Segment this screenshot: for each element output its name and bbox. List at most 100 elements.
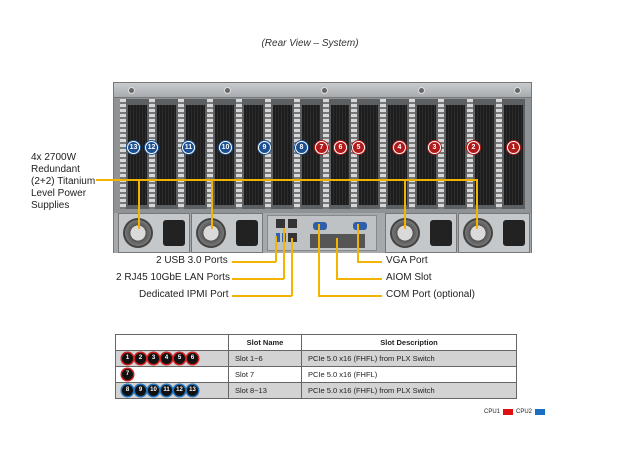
lan-callout-label: 2 RJ45 10GbE LAN Ports (116, 272, 230, 283)
pcie-card-face (272, 105, 292, 205)
aiom-callout-label: AIOM Slot (386, 272, 432, 283)
slot-dot: 4 (161, 353, 172, 364)
pcie-card-face (475, 105, 495, 205)
slot-bracket (206, 99, 213, 209)
psu-label-line: Redundant (31, 164, 80, 175)
aiom-callout-line (336, 238, 338, 279)
psu-callout-drop (211, 179, 213, 229)
pcie-card-face (301, 105, 321, 205)
com-callout-label: COM Port (optional) (386, 289, 475, 300)
slot-bracket (235, 99, 242, 209)
slot-bracket (293, 99, 300, 209)
psu-label-line: Supplies (31, 200, 70, 211)
slot-dot: 12 (174, 385, 185, 396)
slot-bracket (177, 99, 184, 209)
lan-callout-line (283, 228, 285, 279)
slot-dot: 10 (148, 385, 159, 396)
slot-bracket (120, 99, 126, 209)
rear-bottom-panel (114, 213, 531, 253)
legend-swatch-cpu1 (503, 409, 514, 415)
screw-icon (224, 87, 231, 94)
com-port-icon (313, 222, 327, 230)
slot-badge-10: 10 (219, 141, 232, 154)
io-panel (267, 215, 377, 251)
header-slot-name: Slot Name (228, 334, 302, 351)
slot-name-cell: Slot 7 (228, 366, 302, 383)
lan-callout-line (232, 278, 284, 280)
usb-callout-label: 2 USB 3.0 Ports (156, 255, 228, 266)
ipmi-callout-line (291, 238, 293, 296)
pcie-card-face (359, 105, 379, 205)
slot-badge-13: 13 (127, 141, 140, 154)
usb-callout-line (232, 261, 276, 263)
com-callout-line (318, 295, 382, 297)
legend-label-cpu2: CPU2 (516, 409, 533, 415)
lan-port-icon (276, 219, 285, 228)
legend-label-cpu1: CPU1 (484, 409, 501, 415)
slot-dot: 9 (135, 385, 146, 396)
slot-badge-2: 2 (467, 141, 480, 154)
slot-bracket (380, 99, 387, 209)
slot-dot: 8 (122, 385, 133, 396)
power-supply-1 (118, 213, 190, 253)
slot-description-cell: PCIe 5.0 x16 (FHFL) from PLX Switch (301, 350, 517, 367)
legend-swatch-cpu2 (535, 409, 546, 415)
lan-port-icon (288, 219, 297, 228)
diagram-caption: (Rear View – System) (261, 38, 359, 49)
slot-bracket (148, 99, 155, 209)
vga-callout-line (357, 261, 382, 263)
power-plug-icon (163, 220, 185, 246)
psu-callout-drop (404, 179, 406, 229)
psu-callout-drop (138, 179, 140, 229)
slot-name-cell: Slot 1~6 (228, 350, 302, 367)
slot-dot: 2 (135, 353, 146, 364)
com-callout-line (318, 224, 320, 296)
fan-icon (463, 218, 493, 248)
slot-bracket (438, 99, 445, 209)
pcie-card-face (156, 105, 176, 205)
slot-description-cell: PCIe 5.0 x16 (FHFL) from PLX Switch (301, 382, 517, 399)
slot-dot: 13 (187, 385, 198, 396)
screw-icon (418, 87, 425, 94)
slot-dot: 5 (174, 353, 185, 364)
vga-port-icon (353, 222, 367, 230)
slot-badge-11: 11 (182, 141, 195, 154)
slot-dot: 7 (122, 369, 133, 380)
slot-dot: 11 (161, 385, 172, 396)
header-slot-description: Slot Description (301, 334, 517, 351)
table-header-row: Slot Name Slot Description (115, 334, 517, 351)
slot-badge-1: 1 (507, 141, 520, 154)
screw-icon (128, 87, 135, 94)
slot-badge-6: 6 (334, 141, 347, 154)
pcie-card-face (417, 105, 437, 205)
slot-bracket (322, 99, 329, 209)
ipmi-port-icon (288, 233, 297, 242)
slot-badge-4: 4 (393, 141, 406, 154)
slot-badge-5: 5 (352, 141, 365, 154)
slot-badge-7: 7 (315, 141, 328, 154)
vga-callout-label: VGA Port (386, 255, 428, 266)
slot-dot: 1 (122, 353, 133, 364)
slot-name-cell: Slot 8~13 (228, 382, 302, 399)
slot-dot: 3 (148, 353, 159, 364)
slot-description-cell: PCIe 5.0 x16 (FHFL) (301, 366, 517, 383)
screw-icon (321, 87, 328, 94)
pcie-card-face (446, 105, 466, 205)
slot-badge-12: 12 (145, 141, 158, 154)
pcie-card-face (504, 105, 523, 205)
aiom-callout-line (336, 278, 382, 280)
psu-label-line: 4x 2700W (31, 152, 77, 163)
pcie-card-face (330, 105, 350, 205)
power-plug-icon (430, 220, 452, 246)
screw-icon (514, 87, 521, 94)
ipmi-callout-line (232, 295, 292, 297)
header-slots (115, 334, 229, 351)
aiom-slot-icon (310, 234, 365, 248)
server-chassis-rear (113, 82, 532, 253)
slot-bracket (409, 99, 416, 209)
psu-callout-label: 4x 2700W Redundant (2+2) Titanium Level … (31, 152, 95, 212)
